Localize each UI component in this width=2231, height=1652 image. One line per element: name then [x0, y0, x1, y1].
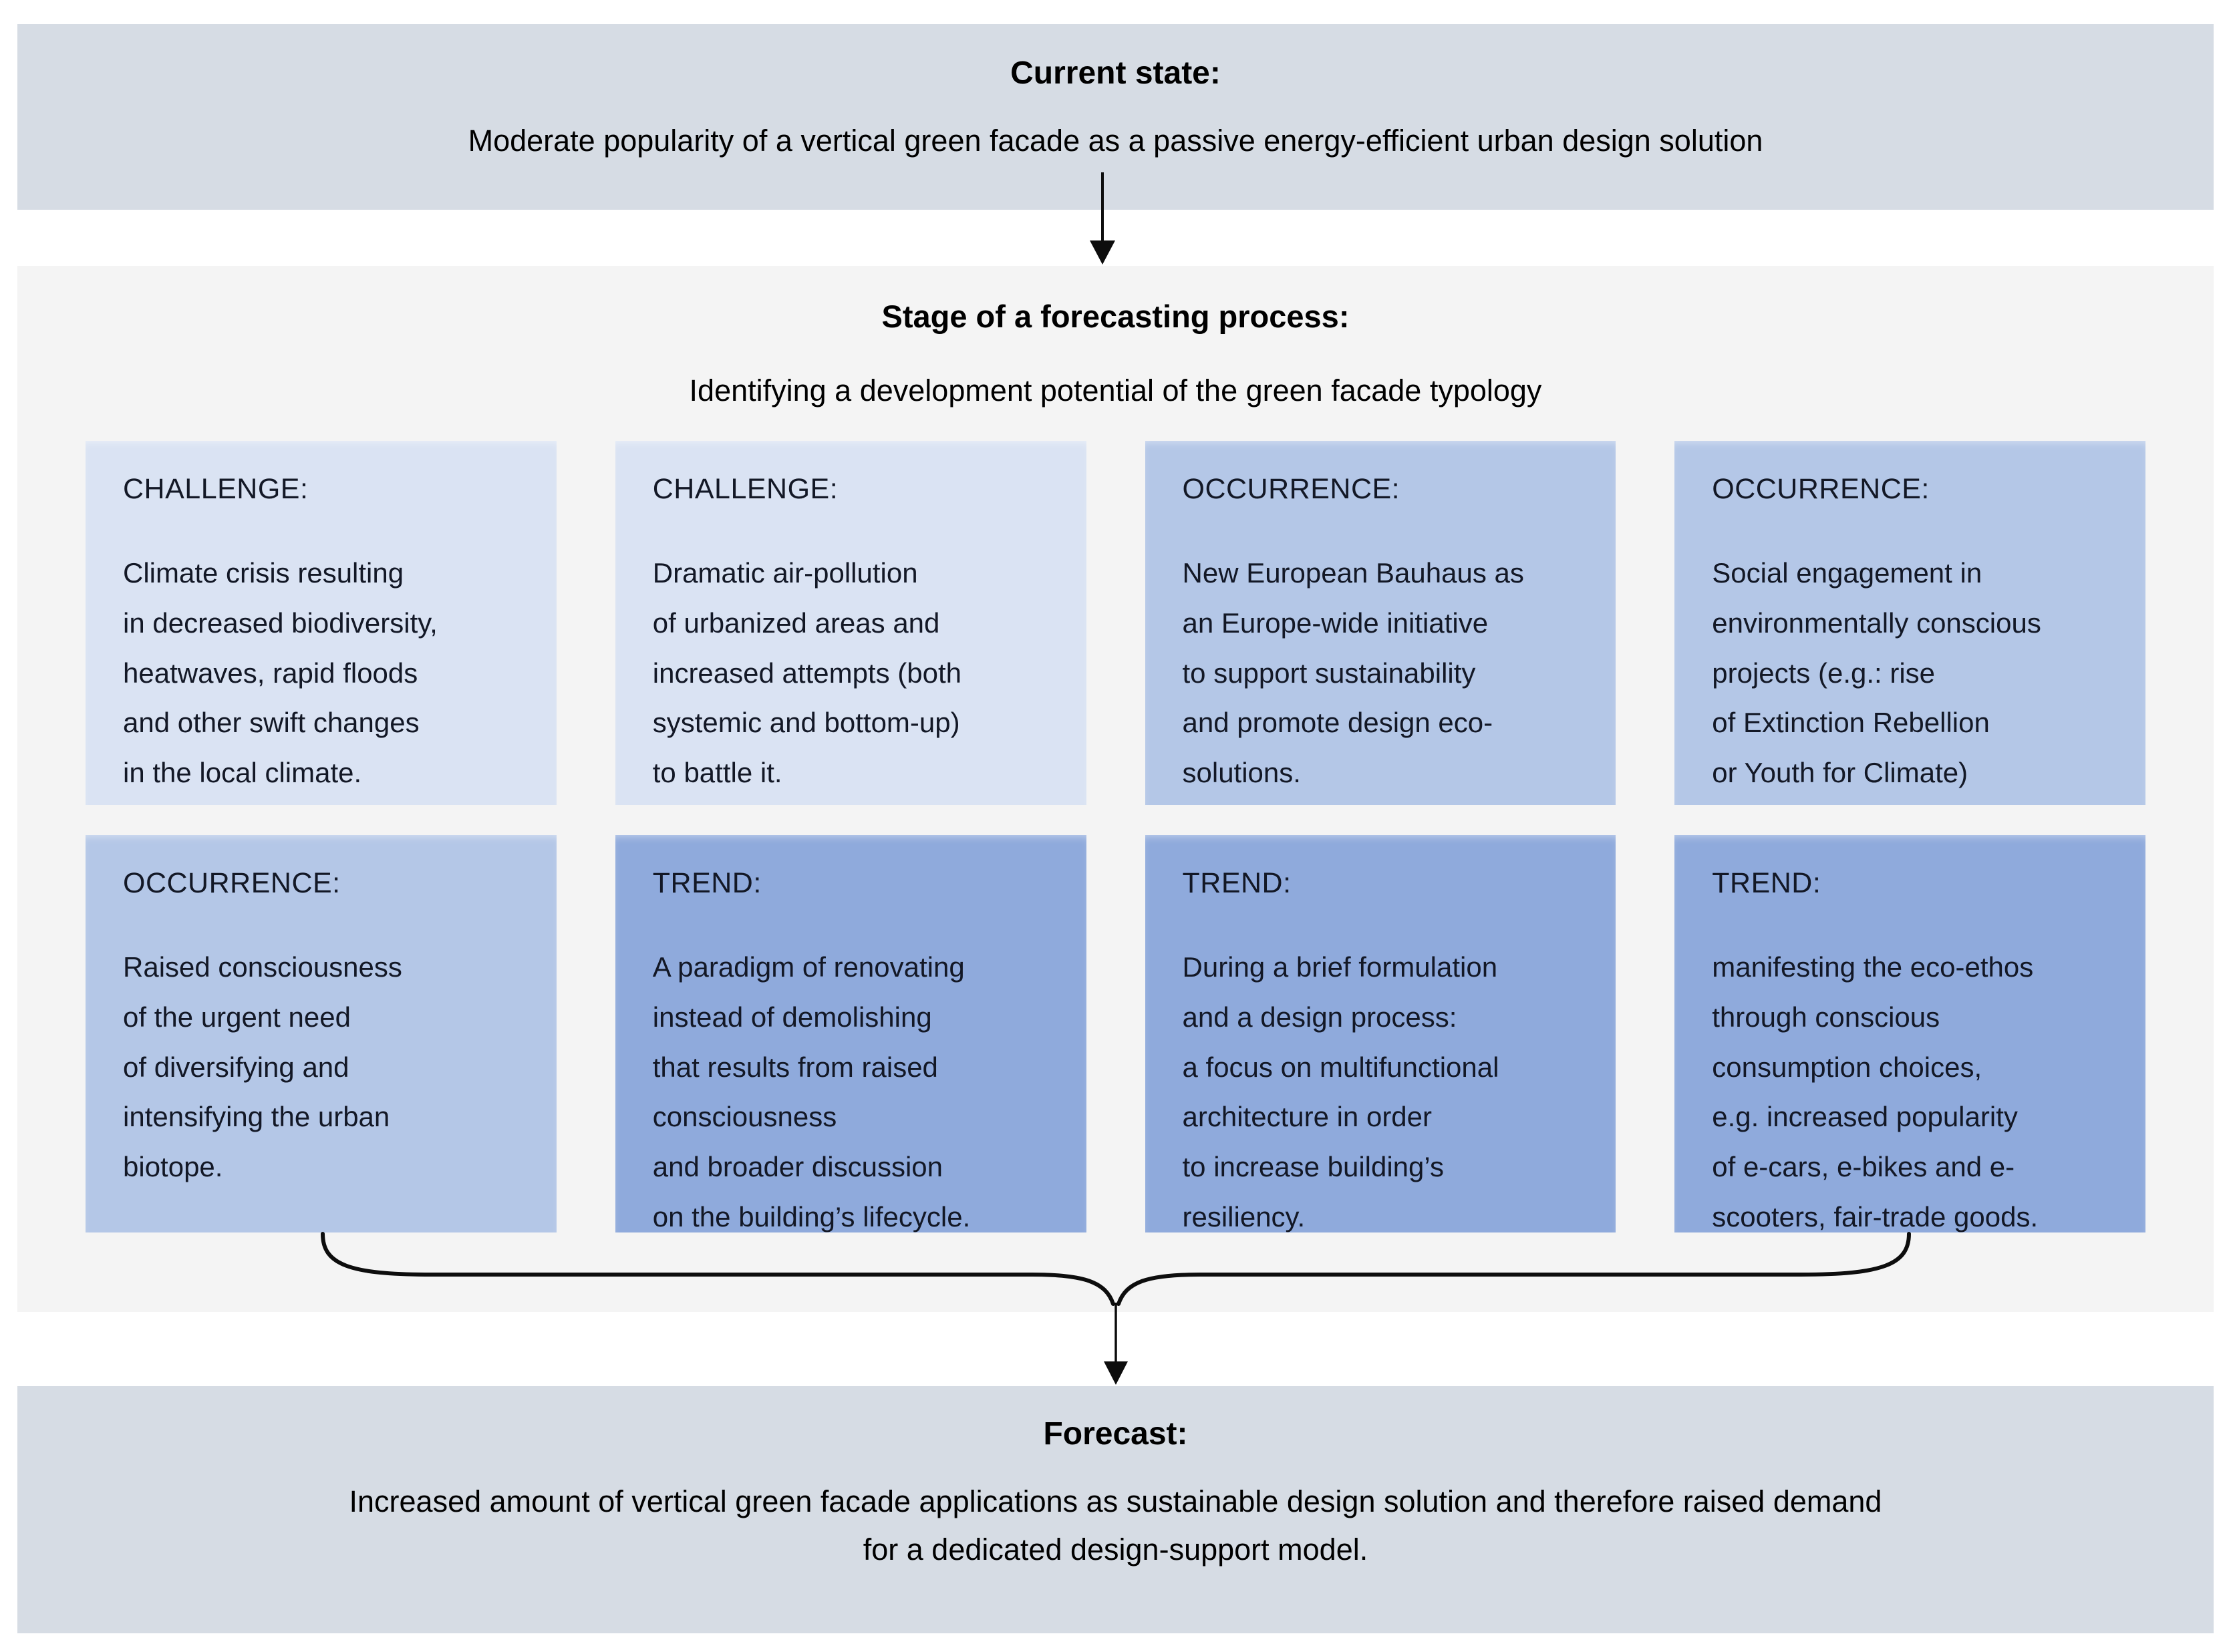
challenge-box-1: CHALLENGE: Climate crisis resulting in d… — [86, 441, 557, 805]
trend-box-2: TREND: During a brief formulation and a … — [1145, 835, 1616, 1232]
factor-boxes-grid: CHALLENGE: Climate crisis resulting in d… — [86, 441, 2145, 1232]
box-body: Dramatic air-pollution of urbanized area… — [652, 557, 961, 788]
current-state-title: Current state: — [1010, 55, 1221, 91]
forecast-banner: Forecast: Increased amount of vertical g… — [17, 1386, 2214, 1633]
forecasting-stage-panel: Stage of a forecasting process: Identify… — [17, 266, 2214, 1312]
box-label: TREND: — [1712, 867, 1821, 899]
box-label: OCCURRENCE: — [1712, 473, 1930, 505]
box-label: OCCURRENCE: — [1182, 473, 1400, 505]
current-state-banner: Current state: Moderate popularity of a … — [17, 24, 2214, 210]
stage-title: Stage of a forecasting process: — [881, 299, 1350, 334]
occurrence-box-3: OCCURRENCE: Raised consciousness of the … — [86, 835, 557, 1232]
box-body: New European Bauhaus as an Europe-wide i… — [1182, 557, 1524, 788]
challenge-box-2: CHALLENGE: Dramatic air-pollution of urb… — [615, 441, 1086, 805]
down-arrow-icon — [1104, 1303, 1128, 1385]
box-body: During a brief formulation and a design … — [1182, 951, 1499, 1232]
box-label: CHALLENGE: — [123, 473, 309, 505]
box-body: manifesting the eco-ethos through consci… — [1712, 951, 2039, 1232]
box-body: Climate crisis resulting in decreased bi… — [123, 557, 438, 788]
box-label: CHALLENGE: — [652, 473, 839, 505]
occurrence-box-2: OCCURRENCE: Social engagement in environ… — [1674, 441, 2145, 805]
box-label: TREND: — [652, 867, 762, 899]
box-body: Raised consciousness of the urgent need … — [123, 951, 402, 1182]
current-state-body: Moderate popularity of a vertical green … — [468, 124, 1763, 158]
forecast-body: Increased amount of vertical green facad… — [349, 1484, 1882, 1566]
forecast-title: Forecast: — [1043, 1416, 1188, 1452]
box-body: A paradigm of renovating instead of demo… — [652, 951, 971, 1232]
occurrence-box-1: OCCURRENCE: New European Bauhaus as an E… — [1145, 441, 1616, 805]
box-label: OCCURRENCE: — [123, 867, 341, 899]
trend-box-3: TREND: manifesting the eco-ethos through… — [1674, 835, 2145, 1232]
box-label: TREND: — [1182, 867, 1292, 899]
trend-box-1: TREND: A paradigm of renovating instead … — [615, 835, 1086, 1232]
stage-subtitle: Identifying a development potential of t… — [689, 373, 1542, 407]
box-body: Social engagement in environmentally con… — [1712, 557, 2041, 788]
